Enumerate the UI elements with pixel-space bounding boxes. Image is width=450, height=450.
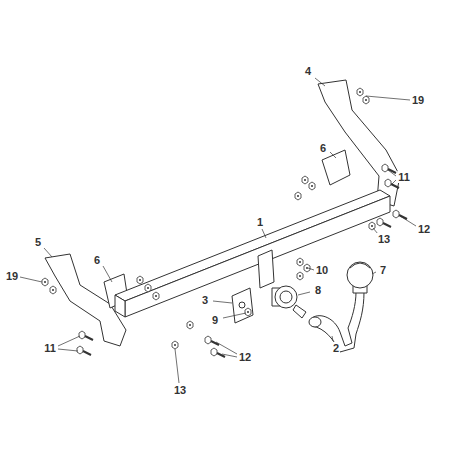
callout-number: 4 bbox=[304, 65, 312, 77]
fasteners bbox=[42, 88, 407, 357]
leader-lines bbox=[20, 78, 416, 383]
crossbar-end bbox=[115, 295, 125, 317]
socket-plate bbox=[232, 288, 253, 323]
callout-number: 12 bbox=[417, 223, 431, 235]
ball-mount-plate bbox=[258, 250, 274, 288]
callout-number: 9 bbox=[211, 314, 219, 326]
callout-number: 2 bbox=[332, 342, 340, 354]
callout-number: 6 bbox=[93, 254, 101, 266]
callout-number: 3 bbox=[201, 294, 209, 306]
callout-number: 12 bbox=[238, 351, 252, 363]
callout-number: 7 bbox=[379, 264, 387, 276]
callout-number: 13 bbox=[173, 384, 187, 396]
callout-number: 19 bbox=[5, 270, 19, 282]
callout-number: 11 bbox=[43, 342, 57, 354]
callout-number: 5 bbox=[34, 236, 42, 248]
crossbar-top bbox=[115, 190, 390, 301]
callout-number: 10 bbox=[315, 264, 329, 276]
callout-number: 1 bbox=[256, 216, 264, 228]
callout-number: 19 bbox=[411, 94, 425, 106]
crossbar-front bbox=[125, 196, 390, 317]
tow-ball bbox=[347, 262, 373, 288]
callout-number: 6 bbox=[319, 142, 327, 154]
right-bracket bbox=[318, 80, 400, 206]
callout-number: 13 bbox=[377, 233, 391, 245]
callout-number: 11 bbox=[397, 171, 411, 183]
callout-number: 8 bbox=[314, 284, 322, 296]
neck-end bbox=[309, 317, 321, 327]
mount-plate bbox=[322, 150, 350, 185]
electrical-socket bbox=[275, 286, 297, 308]
